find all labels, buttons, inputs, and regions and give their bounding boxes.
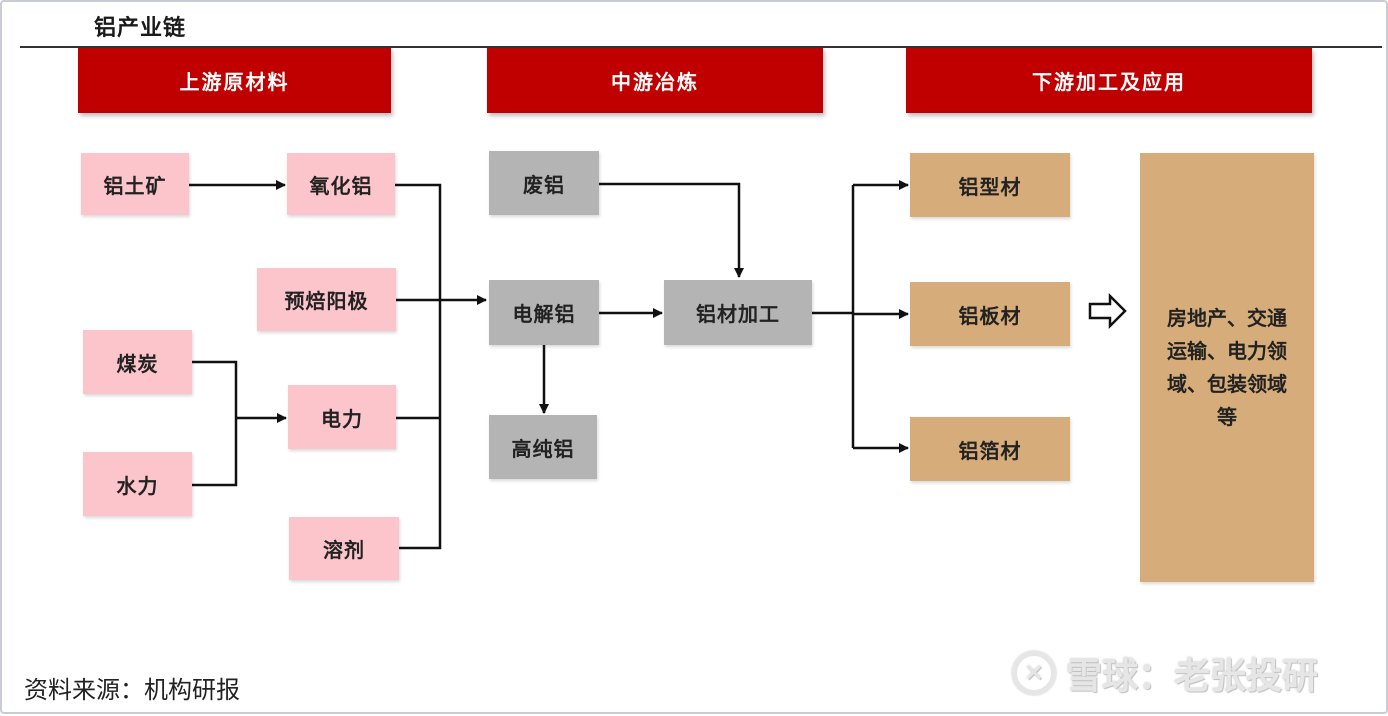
node-bauxite: 铝土矿	[81, 153, 189, 215]
node-electrolytic-aluminum: 电解铝	[489, 280, 599, 345]
stage-upstream-header: 上游原材料	[78, 48, 391, 113]
node-high-purity-aluminum: 高纯铝	[489, 415, 597, 479]
source-note: 资料来源：机构研报	[24, 676, 240, 704]
node-prebaked-anode: 预焙阳极	[257, 268, 396, 331]
node-alumina: 氧化铝	[287, 153, 395, 215]
title-divider	[20, 46, 1382, 48]
watermark-text: 雪球：老张投研	[1066, 656, 1319, 697]
diagram-title: 铝产业链	[94, 16, 187, 41]
node-aluminum-profile: 铝型材	[910, 153, 1070, 217]
watermark: ✕ 雪球：老张投研	[1012, 648, 1318, 698]
node-electricity: 电力	[288, 385, 396, 449]
snowball-logo-icon: ✕	[1012, 651, 1056, 695]
edge-coal-hydro-merge	[192, 360, 238, 487]
node-scrap-aluminum: 废铝	[489, 151, 599, 215]
stage-downstream-header: 下游加工及应用	[906, 48, 1312, 113]
applications-box: 房地产、交通运输、电力领域、包装领域等	[1140, 153, 1314, 582]
hollow-arrow-icon	[1088, 292, 1127, 330]
edge-scrap-processing	[599, 182, 744, 278]
node-aluminum-processing: 铝材加工	[664, 280, 812, 345]
stage-midstream-header: 中游冶炼	[487, 48, 823, 113]
node-hydropower: 水力	[83, 452, 192, 516]
node-coal: 煤炭	[83, 330, 192, 394]
node-aluminum-sheet: 铝板材	[910, 282, 1070, 346]
node-flux: 溶剂	[289, 517, 399, 580]
node-aluminum-foil: 铝箔材	[910, 417, 1070, 481]
applications-text: 房地产、交通运输、电力领域、包装领域等	[1167, 305, 1287, 429]
edge-upstream-collector	[395, 183, 442, 550]
